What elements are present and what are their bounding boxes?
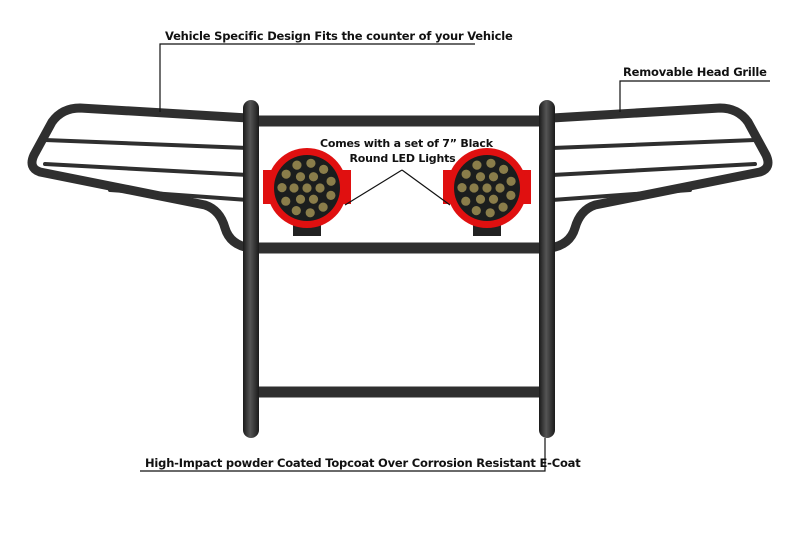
callout-led-lights: Comes with a set of 7” Black Round LED L… <box>320 136 493 166</box>
led-diode <box>291 205 301 216</box>
led-diode <box>305 208 315 218</box>
led-diode <box>319 164 329 174</box>
led-diode <box>308 194 319 204</box>
led-diode <box>277 183 287 193</box>
led-diode <box>472 160 482 170</box>
callout-led-lights-line1: Comes with a set of 7” Black <box>320 137 493 150</box>
right-wing-rail <box>550 138 757 150</box>
led-diode <box>461 169 471 179</box>
led-diode <box>506 190 516 200</box>
led-diode <box>482 183 492 193</box>
led-diode <box>308 172 319 182</box>
callout-led-lights-line2: Round LED Lights <box>349 152 456 165</box>
callout-removable-head-grille: Removable Head Grille <box>623 65 767 79</box>
led-diode <box>475 194 486 204</box>
led-diode <box>469 183 479 193</box>
led-diode <box>471 205 481 216</box>
led-diode <box>289 183 299 193</box>
led-light-left <box>263 148 351 236</box>
led-diode <box>506 176 516 186</box>
grille-frame <box>27 103 773 398</box>
right-wing-rail <box>550 188 692 202</box>
led-diode <box>457 183 467 193</box>
left-wing-rail <box>43 162 250 177</box>
led-diode <box>461 196 471 206</box>
led-light-right <box>443 148 531 236</box>
led-diode <box>326 176 336 186</box>
callout-vehicle-specific-design: Vehicle Specific Design Fits the counter… <box>165 29 513 43</box>
led-diode <box>318 202 328 212</box>
led-diode <box>295 194 306 204</box>
left-wing-outer-tube <box>27 103 255 253</box>
led-diode <box>302 183 312 193</box>
led-diode <box>485 208 495 218</box>
left-wing-rail <box>108 188 250 202</box>
led-diode <box>475 172 486 182</box>
led-diode <box>326 190 336 200</box>
led-diode <box>488 194 499 204</box>
left-wing-rail <box>43 138 250 150</box>
led-diode <box>281 169 291 179</box>
led-diode <box>495 183 505 193</box>
led-diode <box>295 172 306 182</box>
right-upright-post <box>539 100 555 438</box>
led-diode <box>488 172 499 182</box>
callout-lines <box>140 43 770 472</box>
left-upright-post <box>243 100 259 438</box>
led-diode <box>498 202 508 212</box>
right-wing-rail <box>550 162 757 177</box>
led-diode <box>486 158 496 168</box>
right-wing-outer-tube <box>545 103 773 253</box>
led-diode <box>499 164 509 174</box>
led-diode <box>281 196 291 206</box>
callout-powder-coating: High-Impact powder Coated Topcoat Over C… <box>145 456 581 470</box>
led-diode <box>315 183 325 193</box>
led-diode <box>292 160 302 170</box>
led-diode <box>306 158 316 168</box>
